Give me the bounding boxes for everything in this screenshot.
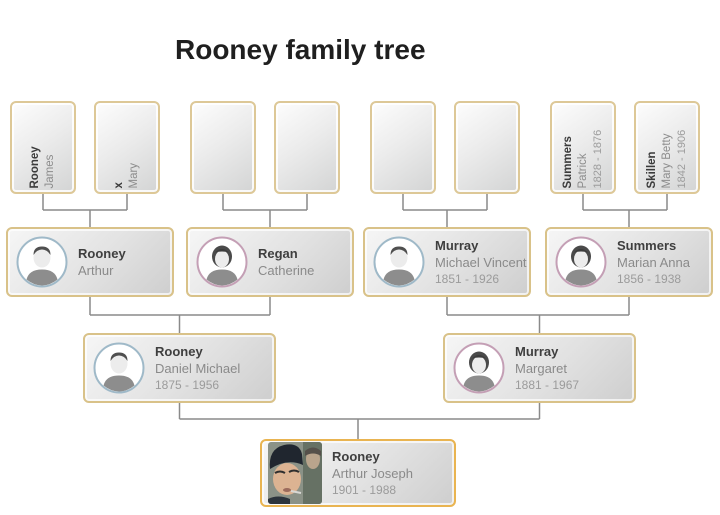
life-dates: 1842 - 1906 — [675, 129, 688, 188]
gen3-card-murray-margaret[interactable]: Murray Margaret 1881 - 1967 — [443, 333, 636, 403]
gen2-card-murray-michael-vincent[interactable]: Murray Michael Vincent 1851 - 1926 — [363, 227, 531, 297]
life-dates: 1828 - 1876 — [591, 129, 604, 188]
card-text: x Mary — [97, 105, 157, 190]
surname: Rooney — [78, 246, 126, 261]
card-text: Summers Patrick 1828 - 1876 — [553, 105, 613, 190]
card-text: Rooney Arthur Joseph 1901 - 1988 — [332, 448, 413, 498]
gen1-card-empty-3[interactable] — [370, 101, 436, 194]
card-text: Rooney James — [13, 105, 73, 190]
portrait-photo — [268, 442, 322, 504]
given-name: Marian Anna — [617, 255, 690, 270]
given-name: James — [44, 154, 56, 188]
card-text: Rooney Arthur — [78, 245, 126, 279]
surname: Summers — [617, 238, 677, 253]
gen1-card-empty-1[interactable] — [190, 101, 256, 194]
surname: Regan — [258, 246, 298, 261]
male-avatar-icon — [16, 236, 68, 288]
gen4-card-rooney-arthur-joseph[interactable]: Rooney Arthur Joseph 1901 - 1988 — [260, 439, 456, 507]
gen2-card-summers-marian-anna[interactable]: Summers Marian Anna 1856 - 1938 — [545, 227, 713, 297]
given-name: Arthur — [78, 263, 114, 278]
male-avatar-icon — [373, 236, 425, 288]
page-title: Rooney family tree — [175, 34, 426, 65]
given-name: Patrick — [576, 152, 589, 188]
card-text: Summers Marian Anna 1856 - 1938 — [617, 237, 690, 287]
gen2-card-rooney-arthur[interactable]: Rooney Arthur — [6, 227, 174, 297]
life-dates: 1851 - 1926 — [435, 272, 500, 286]
given-name: Margaret — [515, 361, 568, 376]
surname: x — [113, 181, 125, 188]
gen1-card-skillen-mary-betty[interactable]: Skillen Mary Betty 1842 - 1906 — [634, 101, 700, 194]
life-dates: 1901 - 1988 — [332, 483, 397, 497]
life-dates: 1856 - 1938 — [617, 272, 682, 286]
given-name: Arthur Joseph — [332, 466, 413, 481]
given-name: Mary — [128, 162, 140, 188]
gen1-card-rooney-james[interactable]: Rooney James — [10, 101, 76, 194]
gen1-card-mary[interactable]: x Mary — [94, 101, 160, 194]
female-avatar-icon — [196, 236, 248, 288]
gen1-card-empty-2[interactable] — [274, 101, 340, 194]
surname: Murray — [515, 344, 559, 359]
card-text: Skillen Mary Betty 1842 - 1906 — [637, 105, 697, 190]
given-name: Michael Vincent — [435, 255, 527, 270]
given-name: Daniel Michael — [155, 361, 241, 376]
surname: Rooney — [155, 344, 203, 359]
gen1-card-summers-patrick[interactable]: Summers Patrick 1828 - 1876 — [550, 101, 616, 194]
given-name: Catherine — [258, 263, 315, 278]
gen3-card-rooney-daniel-michael[interactable]: Rooney Daniel Michael 1875 - 1956 — [83, 333, 276, 403]
card-text: Murray Michael Vincent 1851 - 1926 — [435, 237, 527, 287]
male-avatar-icon — [93, 342, 145, 394]
gen2-card-regan-catherine[interactable]: Regan Catherine — [186, 227, 354, 297]
card-text: Murray Margaret 1881 - 1967 — [515, 343, 579, 393]
card-text: Rooney Daniel Michael 1875 - 1956 — [155, 343, 240, 393]
female-avatar-icon — [453, 342, 505, 394]
female-avatar-icon — [555, 236, 607, 288]
life-dates: 1875 - 1956 — [155, 378, 220, 392]
gen1-card-empty-4[interactable] — [454, 101, 520, 194]
surname: Rooney — [29, 145, 41, 188]
life-dates: 1881 - 1967 — [515, 378, 580, 392]
surname: Rooney — [332, 449, 380, 464]
surname: Summers — [561, 135, 574, 188]
given-name: Mary Betty — [660, 133, 673, 188]
surname: Skillen — [645, 150, 658, 188]
card-text: Regan Catherine — [258, 245, 314, 279]
surname: Murray — [435, 238, 479, 253]
